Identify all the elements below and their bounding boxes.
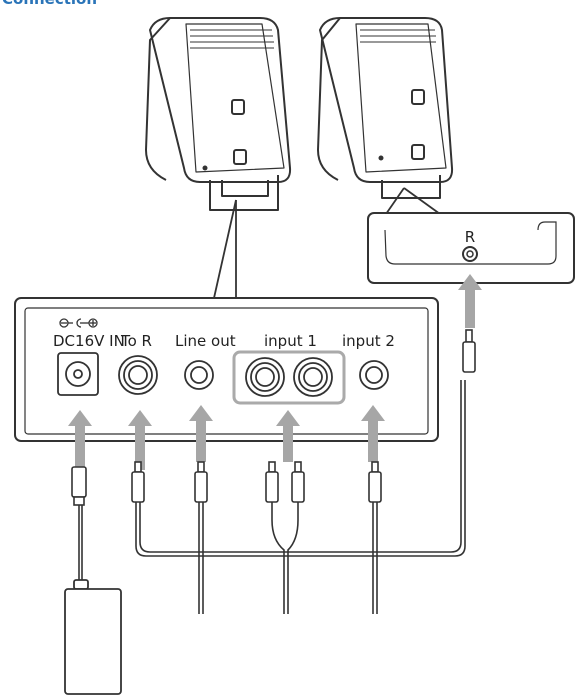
- rca-plug-icon: [462, 329, 476, 373]
- input-1-right-jack: [293, 357, 333, 397]
- rca-plug-icon: [291, 461, 305, 503]
- r-input-jack: [462, 246, 478, 262]
- input-1-left-jack: [245, 357, 285, 397]
- left-speaker: [145, 17, 292, 211]
- jack-label-dc-in: DC16V IN: [53, 332, 125, 350]
- jack-label-input-2: input 2: [342, 332, 395, 350]
- insertion-arrows: [68, 274, 482, 480]
- arrow-up-icon: [276, 410, 300, 462]
- right-input-panel: R: [367, 212, 575, 284]
- arrow-up-icon: [189, 405, 213, 462]
- channel-label: R: [465, 228, 475, 246]
- jack-label-line-out: Line out: [175, 332, 236, 350]
- cables: [71, 329, 476, 614]
- right-speaker: [317, 17, 454, 199]
- dc-in-jack: [57, 352, 99, 396]
- line-out-jack: [184, 360, 214, 390]
- rca-plug-icon: [265, 461, 279, 503]
- rca-plug-icon: [131, 461, 145, 503]
- callout-leaders: [213, 187, 441, 299]
- to-r-jack: [118, 355, 158, 395]
- arrow-up-icon: [361, 405, 385, 462]
- power-adapter-icon: [64, 579, 122, 695]
- input-1-group-frame: [232, 350, 346, 405]
- arrow-up-icon: [128, 410, 152, 470]
- input-2-jack: [359, 360, 389, 390]
- jack-label-to-r: To R: [120, 332, 152, 350]
- jack-label-input-1: input 1: [264, 332, 317, 350]
- arrow-up-icon: [458, 274, 482, 328]
- page-title: Connection: [2, 0, 97, 8]
- arrow-up-icon: [68, 410, 92, 480]
- power-polarity-icon: [59, 318, 98, 328]
- rear-panel: DC16V IN To R Line out input 1 input 2: [14, 297, 439, 442]
- rca-plug-icon: [194, 461, 208, 503]
- rca-plug-icon: [368, 461, 382, 503]
- dc-plug-icon: [71, 466, 87, 506]
